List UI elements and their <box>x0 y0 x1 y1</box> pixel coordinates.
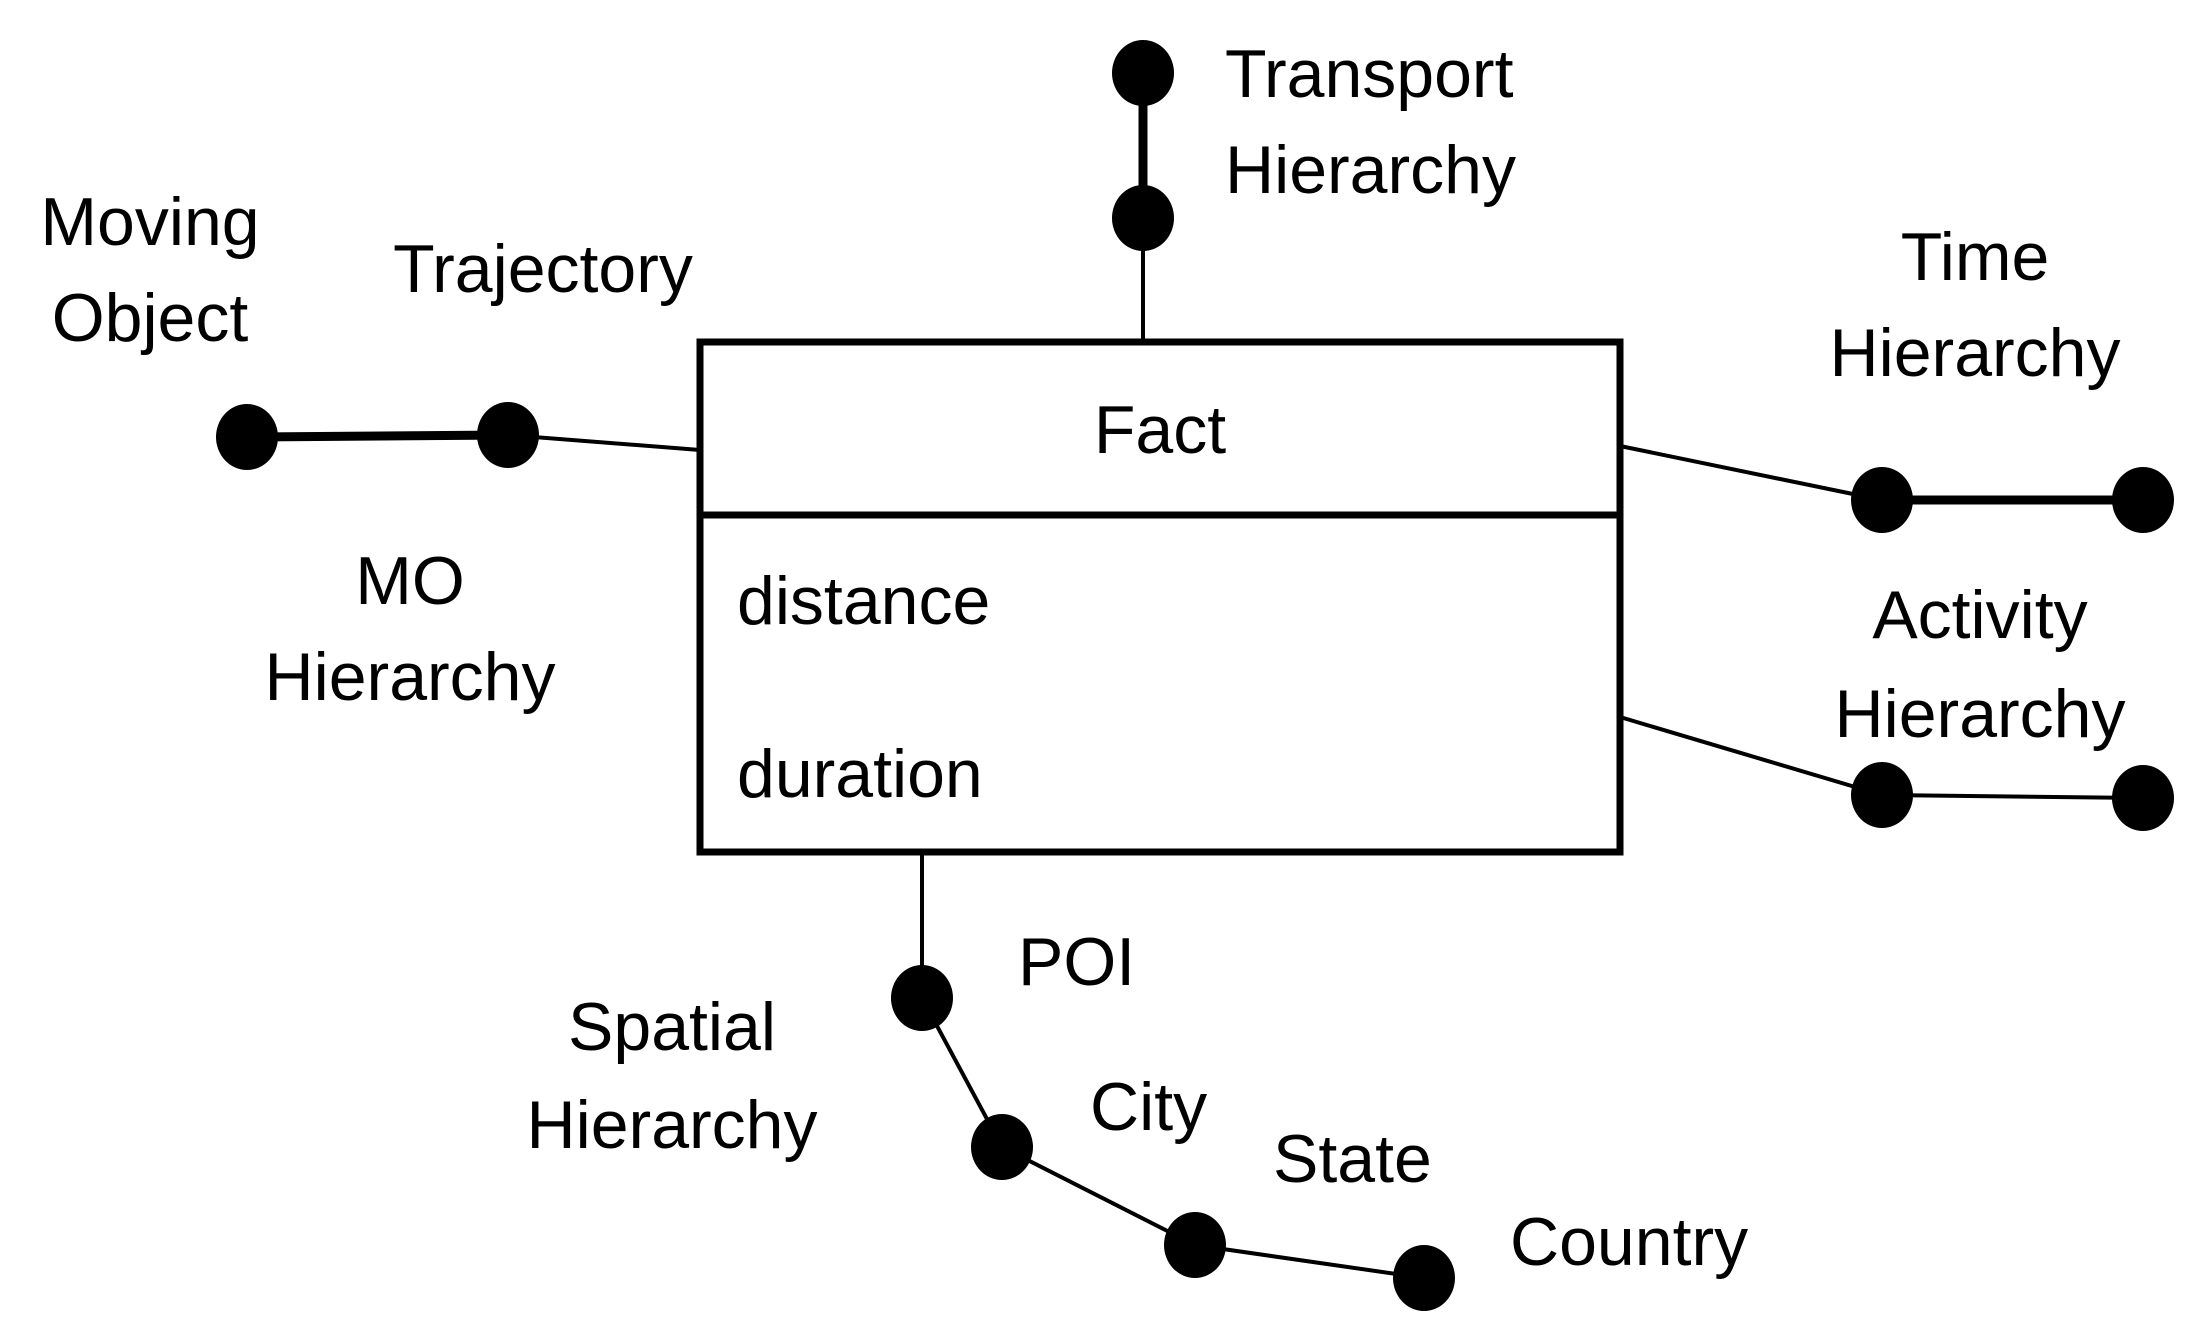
spatial-label-1: Spatial <box>568 989 776 1065</box>
fact-to-time-edge <box>1619 444 1883 502</box>
state-label: State <box>1273 1121 1432 1197</box>
trajectory-node <box>477 402 539 468</box>
activity-node-1 <box>1851 762 1913 828</box>
measure-duration: duration <box>737 736 983 812</box>
time-node-2 <box>2112 467 2174 533</box>
activity-label-1: Activity <box>1872 577 2087 653</box>
mo-hierarchy-label-1: MO <box>355 543 465 619</box>
poi-label: POI <box>1018 924 1135 1000</box>
activity-label-2: Hierarchy <box>1835 676 2126 752</box>
transport-node-top <box>1112 40 1174 106</box>
state-node <box>1164 1212 1226 1278</box>
poi-node <box>891 965 953 1031</box>
state-to-country-edge <box>1194 1243 1425 1280</box>
fact-table: Fact distance duration <box>696 338 1624 856</box>
transport-node <box>1112 185 1174 251</box>
country-label: Country <box>1510 1204 1748 1280</box>
time-node-1 <box>1851 467 1913 533</box>
transport-label-2: Hierarchy <box>1225 132 1516 208</box>
trajectory-to-fact-edge <box>507 433 701 452</box>
mo-hierarchy-edge <box>246 430 509 442</box>
trajectory-label: Trajectory <box>393 231 693 307</box>
mo-hierarchy-label-2: Hierarchy <box>265 639 556 715</box>
fact-title: Fact <box>1094 392 1226 468</box>
city-to-state-edge <box>1001 1145 1196 1247</box>
city-label: City <box>1090 1069 1207 1145</box>
fact-box <box>696 338 1624 856</box>
labels: Transport Hierarchy Moving Object Trajec… <box>40 36 2125 1280</box>
country-node <box>1393 1245 1455 1311</box>
activity-node-2 <box>2112 765 2174 831</box>
transport-label-1: Transport <box>1225 36 1514 112</box>
spatial-label-2: Hierarchy <box>527 1087 818 1163</box>
activity-hierarchy-edge <box>1881 793 2144 800</box>
moving-object-node <box>216 404 278 470</box>
time-label-2: Hierarchy <box>1830 315 2121 391</box>
city-node <box>971 1114 1033 1180</box>
measure-distance: distance <box>737 563 990 639</box>
nodes <box>216 40 2174 1311</box>
moving-object-label-2: Object <box>52 280 249 356</box>
time-label-1: Time <box>1901 219 2050 295</box>
moving-object-label-1: Moving <box>40 184 259 260</box>
fact-to-activity-edge <box>1619 715 1883 797</box>
